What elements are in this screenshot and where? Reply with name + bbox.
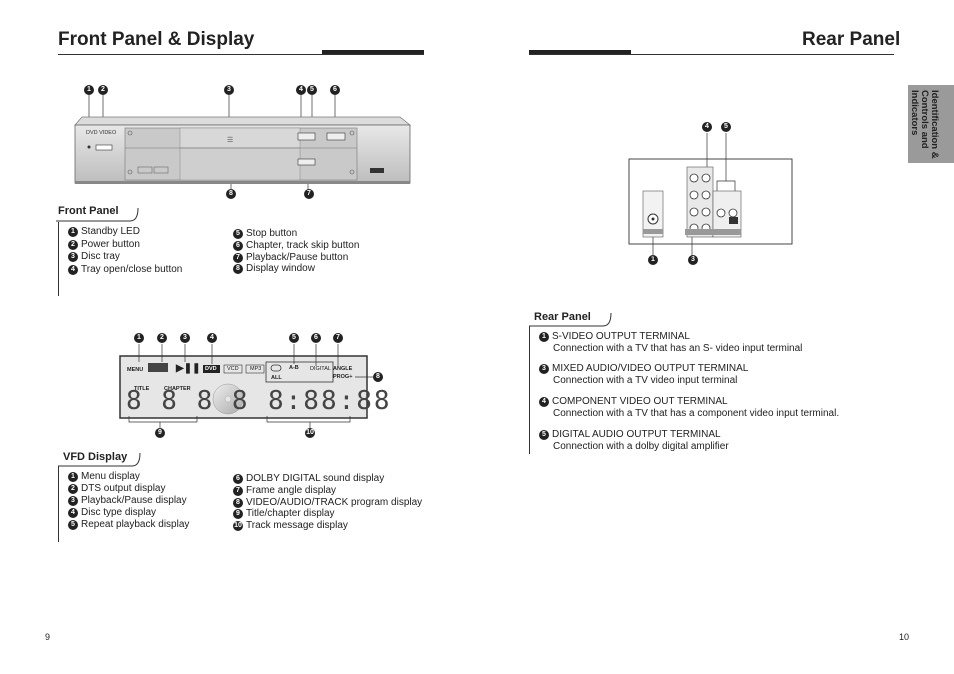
fp-callout-8: 8: [226, 189, 236, 199]
vfd-title-label: TITLE: [134, 386, 150, 392]
rear-panel-heading: Rear Panel: [534, 311, 591, 323]
heading-underline: [529, 312, 612, 327]
chapter-tab-label: Identification & Controls and Indicators: [909, 90, 940, 159]
front-panel-illustration: ☰: [74, 95, 411, 190]
vfd-menu-label: MENU: [127, 367, 144, 373]
vfd-all-label: ALL: [271, 375, 282, 381]
vfd-title-chapter-segments: 8 8 8 8: [126, 386, 250, 416]
vfd-callout-5: 5: [289, 333, 299, 343]
page-number-left: 9: [45, 632, 51, 642]
play-pause-icon: ▶❚❚: [176, 363, 201, 374]
vfd-callout-7: 7: [333, 333, 343, 343]
heading-underline: [56, 207, 139, 222]
vfd-mp3-badge: MP3: [250, 366, 262, 372]
vfd-prog-label: PROG+: [333, 374, 353, 380]
vfd-heading: VFD Display: [63, 451, 128, 463]
rear-list-border: [529, 326, 530, 454]
rear-callout-5: 5: [721, 122, 731, 132]
fp-callout-1: 1: [84, 85, 94, 95]
vfd-track-segments: 8:88:88: [268, 386, 392, 416]
vfd-vcd-badge: VCD: [227, 366, 239, 372]
vfd-ab-label: A-B: [289, 365, 299, 371]
vfd-callout-2: 2: [157, 333, 167, 343]
rear-callout-4: 4: [702, 122, 712, 132]
title-rule: [529, 54, 894, 55]
fp-callout-5: 5: [307, 85, 317, 95]
title-rule-accent: [322, 50, 424, 54]
svg-text:☰: ☰: [227, 137, 233, 144]
vfd-callout-9: 9: [155, 428, 165, 438]
title-rule: [58, 54, 424, 55]
title-rule-accent: [529, 50, 631, 54]
rear-callout-1: 1: [648, 255, 658, 265]
front-list-border: [58, 222, 59, 296]
vfd-callout-4: 4: [207, 333, 217, 343]
vfd-callout-3: 3: [180, 333, 190, 343]
fp-callout-6: 6: [330, 85, 340, 95]
fp-callout-3: 3: [224, 85, 234, 95]
rear-callout-3: 3: [688, 255, 698, 265]
vfd-callout-6: 6: [311, 333, 321, 343]
fp-callout-4: 4: [296, 85, 306, 95]
page-title-right: Rear Panel: [802, 29, 901, 50]
vfd-chapter-label: CHAPTER: [164, 386, 191, 392]
chapter-tab: [908, 85, 954, 163]
fp-callout-2: 2: [98, 85, 108, 95]
vfd-list-border: [58, 466, 59, 542]
brand-label: DVD VIDEO: [86, 130, 117, 136]
vfd-display-illustration: [119, 344, 373, 428]
heading-underline: [58, 452, 141, 467]
page-title-left: Front Panel & Display: [58, 29, 255, 50]
rear-panel-illustration: [628, 133, 793, 257]
vfd-callout-1: 1: [134, 333, 144, 343]
vfd-callout-10: 10: [305, 428, 315, 438]
vfd-digital-label: DIGITAL: [310, 366, 331, 372]
vfd-angle-label: ANGLE: [333, 366, 353, 372]
page-number-right: 10: [899, 632, 910, 642]
front-panel-heading: Front Panel: [58, 205, 119, 217]
vfd-dvd-badge: DVD: [205, 366, 217, 372]
vfd-callout-8: 8: [373, 372, 383, 382]
fp-callout-7: 7: [304, 189, 314, 199]
